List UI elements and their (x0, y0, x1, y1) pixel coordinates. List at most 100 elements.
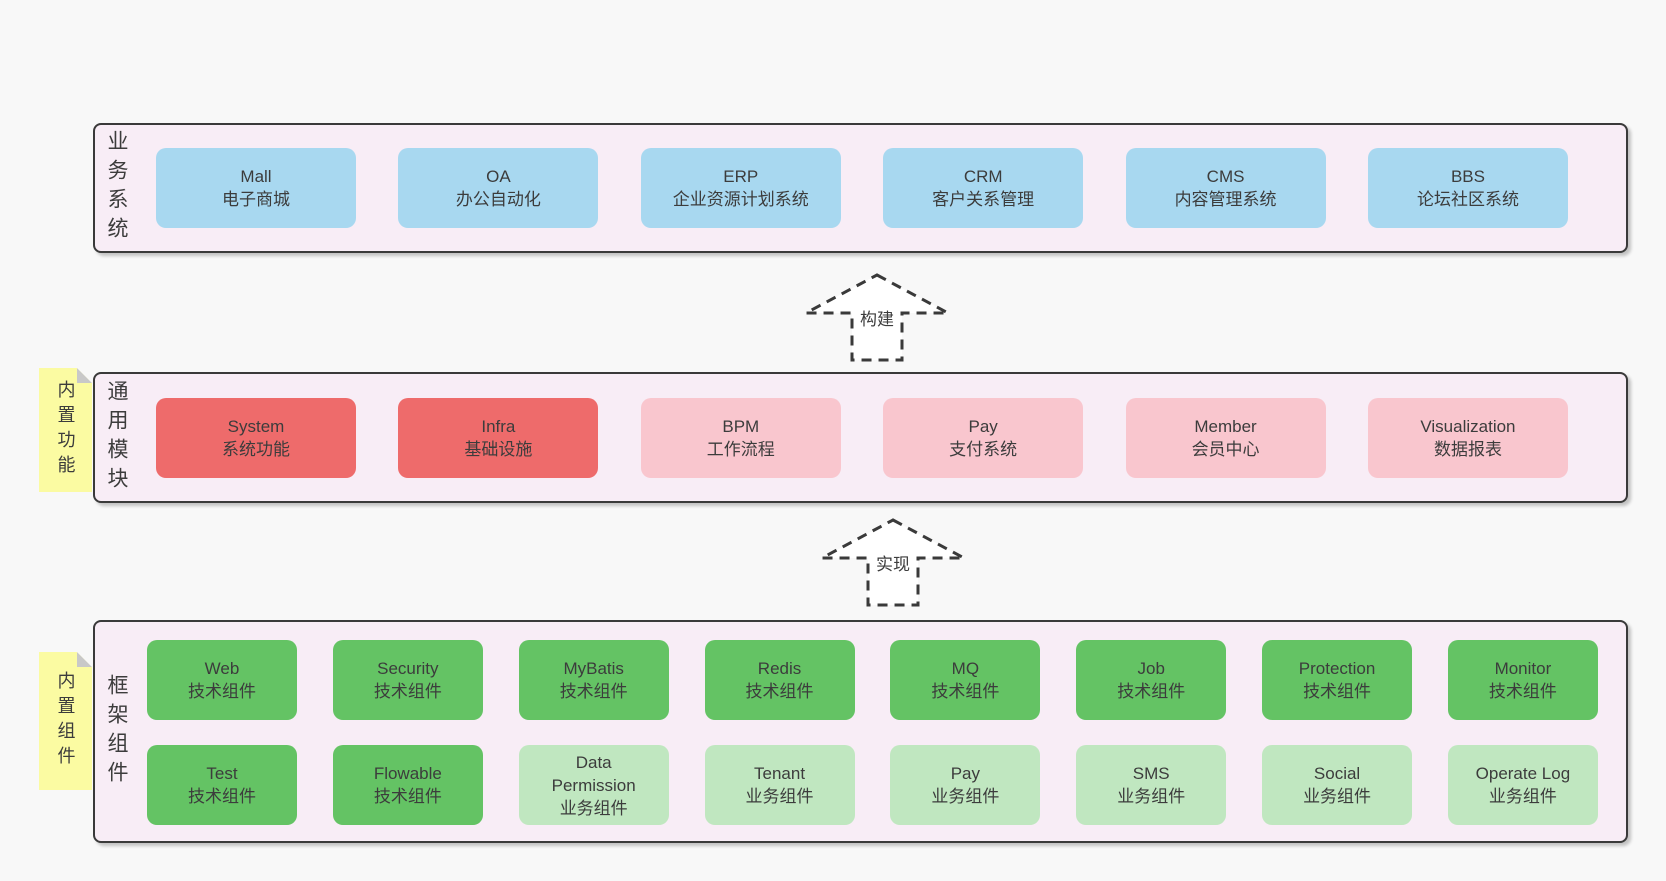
component-box: MQ 技术组件 (890, 640, 1041, 720)
common-modules-boxes: System 系统功能 Infra 基础设施 BPM 工作流程 Pay 支付系统 (156, 374, 1568, 501)
box-subtitle: 业务组件 (559, 798, 628, 818)
system-box: BBS 论坛社区系统 (1367, 148, 1568, 228)
implement-arrow-label: 实现 (873, 555, 913, 575)
box-name: Flowable (373, 764, 442, 783)
box-subtitle: 内容管理系统 (1174, 190, 1277, 209)
box-name: Protection (1298, 659, 1376, 678)
build-arrow-label: 构建 (857, 310, 897, 330)
box-subtitle: 业务组件 (745, 787, 814, 806)
system-box: OA 办公自动化 (398, 148, 599, 228)
box-name: Pay (968, 416, 998, 436)
box-subtitle: 业务组件 (1488, 787, 1557, 806)
box-subtitle: 电子商城 (222, 190, 290, 209)
box-subtitle: 技术组件 (188, 787, 256, 806)
box-subtitle: 技术组件 (559, 682, 628, 701)
box-name: BPM (722, 416, 760, 436)
module-box: Member 会员中心 (1125, 397, 1326, 478)
component-box: Social 业务组件 (1262, 745, 1413, 825)
build-arrow: 构建 (802, 271, 952, 363)
business-systems-label: 业务系统 (105, 130, 128, 246)
implement-arrow: 实现 (818, 516, 968, 608)
box-name: ERP (723, 167, 759, 186)
box-name: Redis (757, 659, 802, 678)
box-name: Data Permission (551, 752, 636, 795)
framework-components-row-2: Test 技术组件 Flowable 技术组件 Data Permission … (147, 745, 1598, 825)
module-box: System 系统功能 (156, 397, 356, 478)
box-subtitle: 系统功能 (222, 439, 290, 459)
common-modules-panel: 通用模块 System 系统功能 Infra 基础设施 BPM 工作流程 (93, 372, 1628, 503)
business-systems-boxes: Mall 电子商城 OA 办公自动化 ERP 企业资源计划系统 CRM 客户关系… (156, 125, 1568, 251)
box-subtitle: 支付系统 (949, 439, 1018, 459)
box-subtitle: 技术组件 (373, 682, 442, 701)
component-box: Job 技术组件 (1076, 640, 1227, 720)
box-name: SMS (1132, 764, 1170, 783)
common-modules-label: 通用模块 (105, 379, 128, 496)
box-subtitle: 办公自动化 (455, 190, 541, 209)
box-subtitle: 业务组件 (1117, 787, 1186, 806)
box-name: Pay (950, 764, 981, 783)
box-name: OA (486, 167, 511, 186)
component-box: Operate Log 业务组件 (1447, 745, 1598, 825)
module-box: Pay 支付系统 (883, 397, 1084, 478)
business-systems-panel: 业务系统 Mall 电子商城 OA 办公自动化 ERP 企业资源计划系统 (93, 123, 1628, 253)
component-box: Protection 技术组件 (1262, 640, 1413, 720)
component-box: Monitor 技术组件 (1447, 640, 1598, 720)
box-name: Test (206, 764, 238, 783)
component-box: MyBatis 技术组件 (518, 640, 669, 720)
framework-components-label: 框架组件 (105, 673, 128, 790)
box-subtitle: 技术组件 (931, 682, 1000, 701)
component-box: Security 技术组件 (332, 640, 483, 720)
box-name: System (227, 416, 285, 436)
box-name: Security (377, 659, 439, 678)
box-name: CMS (1206, 167, 1245, 186)
box-subtitle: 技术组件 (745, 682, 814, 701)
box-subtitle: 业务组件 (1303, 787, 1372, 806)
box-name: MQ (951, 659, 980, 678)
box-subtitle: 论坛社区系统 (1416, 190, 1519, 209)
box-subtitle: 会员中心 (1191, 439, 1260, 459)
box-name: Mall (240, 167, 272, 186)
box-name: Operate Log (1475, 764, 1571, 783)
box-subtitle: 技术组件 (373, 787, 442, 806)
box-name: Social (1313, 764, 1361, 783)
box-name: Job (1137, 659, 1165, 678)
box-subtitle: 业务组件 (931, 787, 1000, 806)
box-name: Infra (481, 416, 516, 436)
box-name: Member (1194, 416, 1257, 436)
builtin-components-note-text: 内置组件 (55, 671, 76, 771)
component-box: Pay 业务组件 (890, 745, 1041, 825)
builtin-features-note-text: 内置功能 (55, 380, 76, 480)
box-subtitle: 技术组件 (188, 682, 256, 701)
component-box: Tenant 业务组件 (704, 745, 855, 825)
box-name: Visualization (1420, 416, 1516, 436)
box-name: CRM (963, 167, 1003, 186)
component-box: Web 技术组件 (147, 640, 297, 720)
framework-components-panel: 框架组件 Web 技术组件 Security 技术组件 MyBatis 技术组件 (93, 620, 1628, 843)
module-box: Visualization 数据报表 (1367, 397, 1568, 478)
box-name: Tenant (754, 764, 806, 783)
note-fold-icon (77, 368, 92, 383)
box-name: MyBatis (563, 659, 624, 678)
component-box: SMS 业务组件 (1076, 745, 1227, 825)
box-name: BBS (1450, 167, 1485, 186)
system-box: ERP 企业资源计划系统 (640, 148, 841, 228)
box-name: Web (204, 659, 240, 678)
box-name: Monitor (1494, 659, 1552, 678)
system-box: Mall 电子商城 (156, 148, 356, 228)
box-subtitle: 数据报表 (1433, 439, 1502, 459)
component-box: Redis 技术组件 (704, 640, 855, 720)
box-subtitle: 工作流程 (706, 439, 775, 459)
builtin-components-note: 内置组件 (39, 652, 92, 790)
box-subtitle: 技术组件 (1303, 682, 1372, 701)
box-subtitle: 基础设施 (464, 439, 533, 459)
system-box: CRM 客户关系管理 (883, 148, 1084, 228)
box-subtitle: 技术组件 (1117, 682, 1186, 701)
note-fold-icon (77, 652, 92, 667)
builtin-features-note: 内置功能 (39, 368, 92, 492)
component-box: Test 技术组件 (147, 745, 297, 825)
box-subtitle: 企业资源计划系统 (672, 190, 809, 209)
framework-components-row-1: Web 技术组件 Security 技术组件 MyBatis 技术组件 Redi… (147, 640, 1598, 720)
system-box: CMS 内容管理系统 (1125, 148, 1326, 228)
module-box: BPM 工作流程 (640, 397, 841, 478)
